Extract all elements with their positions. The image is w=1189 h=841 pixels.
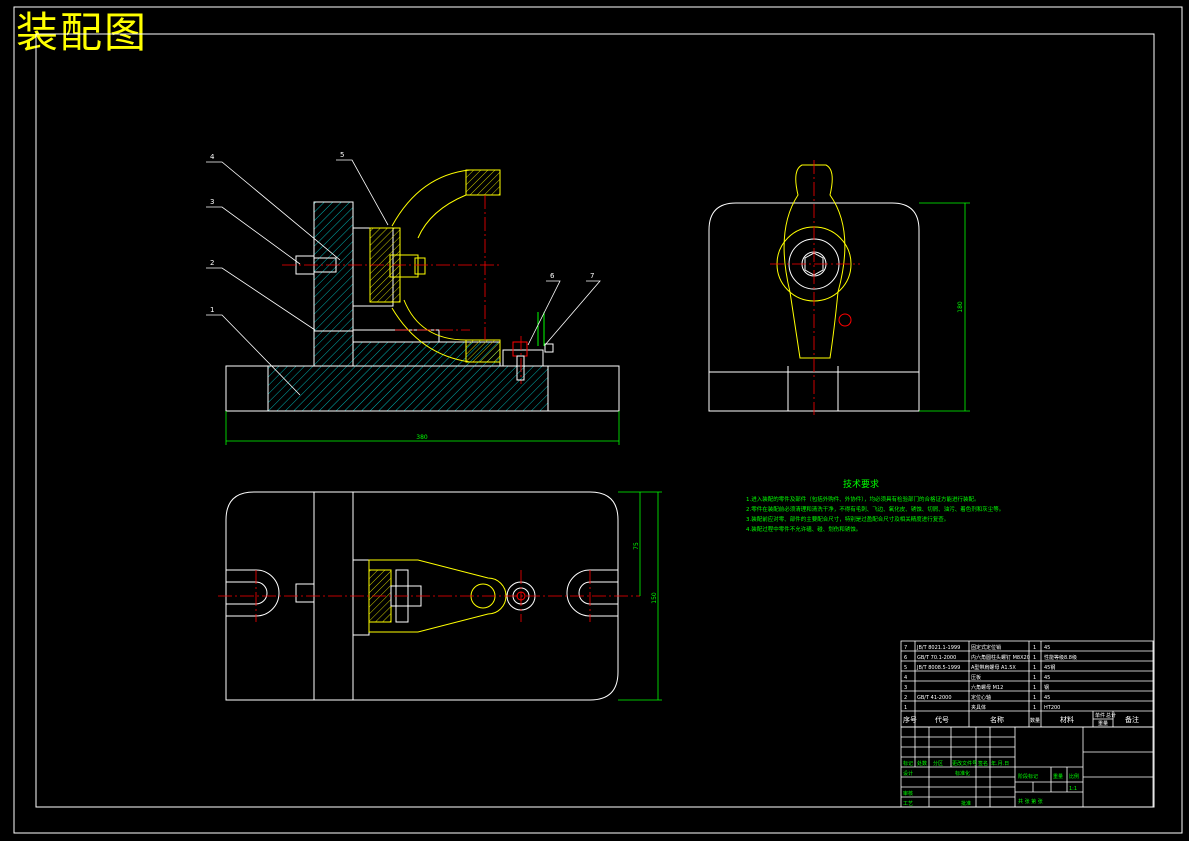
tb-sign: 签名 — [978, 760, 988, 767]
bom-material: 45 — [1044, 645, 1050, 651]
tech-line-2: 2.零件在装配前必须清理和清洗干净，不得有毛刺、飞边、氧化皮、锈蚀、切屑、油污、… — [746, 507, 1005, 513]
tech-line-3: 3.装配前应对零、部件的主要配合尺寸，特别是过盈配合尺寸及相关精度进行复查。 — [746, 517, 950, 523]
technical-requirements: 技术要求 1.进入装配的零件及部件（包括外购件、外协件），均必须具有检验部门的合… — [746, 477, 1004, 535]
side-pin-hole — [838, 313, 852, 327]
tb-std: 标准化 — [955, 770, 970, 777]
bom-material: HT200 — [1044, 705, 1060, 711]
bom-no: 5 — [904, 665, 907, 671]
bom-material: 45 — [1044, 675, 1050, 681]
tb-zone: 分区 — [933, 760, 943, 767]
pin-part-green — [537, 312, 545, 346]
bom-name: 定位心轴 — [971, 694, 991, 701]
bom-code: GB/T 70.1-2000 — [917, 655, 956, 661]
bom-material: 钢 — [1044, 684, 1049, 691]
callout-5: 5 — [340, 151, 344, 159]
bom-name: 固定式定位销 — [971, 644, 1001, 651]
tb-sheets: 共 张 第 张 — [1018, 798, 1043, 805]
callout-leaders — [206, 159, 601, 396]
side-dimension — [919, 202, 970, 412]
tb-weight: 重量 — [1053, 773, 1063, 780]
dim-plan-small: 75 — [633, 542, 640, 550]
tb-scale: 比例 — [1069, 773, 1079, 780]
bom-header-no: 序号 — [903, 715, 917, 724]
inner-border — [35, 33, 1155, 808]
bom-header-remark: 备注 — [1125, 715, 1139, 724]
tech-line-4: 4.装配过程中零件不允许磕、碰、划伤和锈蚀。 — [746, 527, 862, 533]
tb-process: 工艺 — [903, 801, 913, 807]
bom-header-material: 材料 — [1060, 715, 1074, 724]
front-centerlines — [282, 195, 522, 384]
title-block — [900, 726, 1154, 808]
tb-date: 年.月.日 — [991, 760, 1009, 767]
bom-no: 1 — [904, 705, 907, 711]
bom-qty: 1 — [1033, 705, 1036, 711]
tb-design: 设计 — [903, 770, 913, 777]
callout-1: 1 — [210, 306, 214, 314]
bom-name: 压板 — [971, 674, 981, 681]
bom-no: 3 — [904, 685, 907, 691]
outer-border — [13, 6, 1183, 834]
callout-7: 7 — [590, 272, 594, 280]
dim-plan-large: 150 — [651, 592, 658, 604]
bom-qty: 1 — [1033, 675, 1036, 681]
tech-line-1: 1.进入装配的零件及部件（包括外购件、外协件），均必须具有检验部门的合格证方能进… — [746, 497, 980, 503]
tb-count: 处数 — [917, 760, 927, 767]
bom-qty: 1 — [1033, 655, 1036, 661]
tb-change: 更改文件号 — [952, 760, 977, 767]
bom-header-unit: 单件 — [1095, 712, 1105, 719]
bom-header-name: 名称 — [990, 715, 1004, 724]
bom-code: JB/T 8021.1-1999 — [916, 645, 960, 651]
bom-table — [900, 640, 1154, 728]
bom-name: 夹具体 — [971, 704, 986, 711]
bom-header-code: 代号 — [935, 715, 949, 724]
bom-no: 7 — [904, 645, 907, 651]
bom-material: 性能等级8.8级 — [1044, 654, 1077, 661]
bom-name: A型带肩螺母 A1.5X — [971, 664, 1016, 671]
bom-name: 六角螺母 M12 — [971, 684, 1003, 691]
bom-qty: 1 — [1033, 695, 1036, 701]
bom-code: JB/T 8008.5-1999 — [916, 665, 960, 671]
dim-width-front: 380 — [416, 434, 428, 441]
bom-qty: 1 — [1033, 645, 1036, 651]
bom-qty: 1 — [1033, 685, 1036, 691]
tb-stage: 阶段标记 — [1018, 773, 1038, 780]
bom-material: 45 — [1044, 695, 1050, 701]
dim-height-side: 180 — [957, 301, 964, 313]
tb-approve: 批准 — [961, 800, 971, 807]
bom-no: 2 — [904, 695, 907, 701]
front-dimension — [225, 411, 620, 445]
tb-ratio: 1:1 — [1069, 786, 1077, 792]
callout-6: 6 — [550, 272, 555, 280]
title-block-text: 标记 处数 分区 更改文件号 签名 年.月.日 设计 标准化 阶段标记 重量 比… — [903, 760, 1079, 807]
bom-header-weight: 重量 — [1098, 720, 1108, 727]
drawing-title: 装配图 — [16, 8, 149, 57]
locating-pin — [512, 341, 528, 381]
tech-title: 技术要求 — [842, 480, 879, 490]
bom-rows: 7 JB/T 8021.1-1999 固定式定位销 1 45 6 GB/T 70… — [904, 644, 1077, 711]
side-centerlines — [770, 160, 860, 415]
bom-header-qty: 数量 — [1030, 717, 1040, 724]
bom-name: 内六角圆柱头螺钉 M8X20 — [971, 654, 1030, 661]
callout-4: 4 — [210, 153, 215, 161]
callout-2: 2 — [210, 259, 214, 267]
bom-material: 45钢 — [1044, 664, 1055, 671]
bom-qty: 1 — [1033, 665, 1036, 671]
bom-code: GB/T 41-2000 — [917, 695, 952, 701]
callout-3: 3 — [210, 198, 214, 206]
bom-header: 序号 代号 名称 数量 材料 单件 重量 总计 备注 — [903, 712, 1139, 727]
plan-dimensions — [618, 491, 662, 701]
tb-review: 审核 — [903, 790, 913, 797]
plan-centerlines — [218, 570, 640, 622]
workpiece-front — [369, 169, 501, 363]
bom-header-total: 总计 — [1106, 712, 1116, 719]
tb-mark: 标记 — [903, 760, 913, 767]
bom-no: 4 — [904, 675, 907, 681]
bom-no: 6 — [904, 655, 907, 661]
